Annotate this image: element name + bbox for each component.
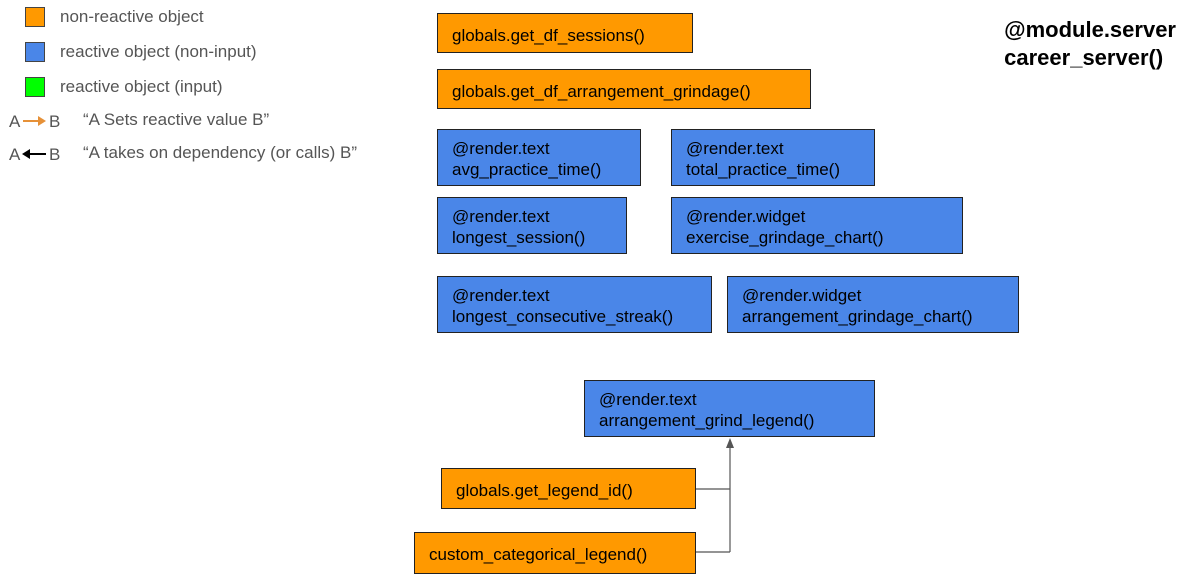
node-longest-session: @render.text longest_session() [437,197,627,254]
node-label: avg_practice_time() [452,160,602,179]
node-decorator: @render.widget [686,207,806,226]
node-label: arrangement_grindage_chart() [742,307,973,326]
node-get-legend-id: globals.get_legend_id() [441,468,696,509]
node-label: longest_session() [452,228,586,247]
node-label: longest_consecutive_streak() [452,307,674,326]
legend-arrow1-description: “A Sets reactive value B” [83,110,270,129]
legend-label-non-reactive: non-reactive object [60,7,204,26]
node-decorator: @render.text [452,207,550,226]
node-label: globals.get_legend_id() [456,481,633,500]
node-exercise-grindage-chart: @render.widget exercise_grindage_chart() [671,197,963,254]
legend-arrow2-a: A [9,145,21,164]
legend-swatch-reactive-non-input [25,42,45,62]
node-label: globals.get_df_arrangement_grindage() [452,82,751,101]
node-decorator: @render.text [452,286,550,305]
node-longest-consecutive-streak: @render.text longest_consecutive_streak(… [437,276,712,333]
node-label: globals.get_df_sessions() [452,26,645,45]
legend-label-reactive-non-input: reactive object (non-input) [60,42,257,61]
legend-arrow-sets-icon [23,116,46,126]
legend-label-reactive-input: reactive object (input) [60,77,223,96]
module-decorator-label: @module.server [1004,17,1176,42]
dependency-connector [696,438,734,553]
node-label: custom_categorical_legend() [429,545,648,564]
legend-arrow2-b: B [49,145,61,164]
arrowhead-icon [726,438,734,448]
module-title: @module.server career_server() [1004,16,1176,72]
legend-arrow2-description: “A takes on dependency (or calls) B” [83,143,358,162]
module-function-label: career_server() [1004,45,1164,70]
node-label: arrangement_grind_legend() [599,411,815,430]
legend-arrow1-a: A [9,112,21,131]
legend-swatch-reactive-input [25,77,45,97]
node-total-practice-time: @render.text total_practice_time() [671,129,875,186]
node-get-df-arrangement-grindage: globals.get_df_arrangement_grindage() [437,69,811,109]
legend-arrow1-b: B [49,112,61,131]
node-get-df-sessions: globals.get_df_sessions() [437,13,693,53]
node-label: exercise_grindage_chart() [686,228,884,247]
node-decorator: @render.text [686,139,784,158]
node-decorator: @render.text [599,390,697,409]
node-custom-categorical-legend: custom_categorical_legend() [414,532,696,574]
node-decorator: @render.widget [742,286,862,305]
node-decorator: @render.text [452,139,550,158]
node-label: total_practice_time() [686,160,841,179]
node-arrangement-grindage-chart: @render.widget arrangement_grindage_char… [727,276,1019,333]
legend-arrow-depends-icon [22,149,46,159]
node-avg-practice-time: @render.text avg_practice_time() [437,129,641,186]
node-arrangement-grind-legend: @render.text arrangement_grind_legend() [584,380,875,437]
legend-swatch-non-reactive [25,7,45,27]
